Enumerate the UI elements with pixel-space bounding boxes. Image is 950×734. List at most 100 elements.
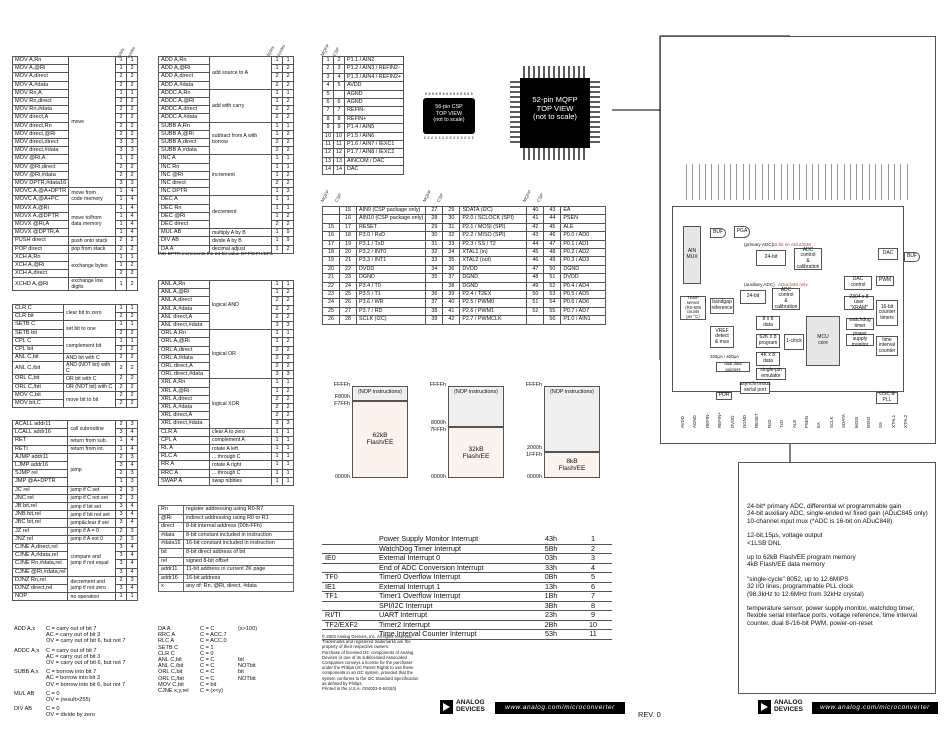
instr-note-text: jump if C not set — [70, 495, 108, 502]
instr-cycles: 3 — [126, 526, 138, 536]
mem-bottom-addr: 0000h — [431, 474, 446, 480]
instr-note-text: call subroutine — [70, 425, 104, 432]
flag-line: AC = borrow into bit 3 — [14, 675, 154, 681]
url-banner-2[interactable]: www.analog.com/microconverter — [812, 702, 938, 714]
pin-function: P1.4 / AIN5 — [343, 123, 405, 133]
instr-cycles: 1 — [282, 378, 294, 388]
instr-note-text: swap nibbles — [212, 478, 242, 485]
block-pin-label: XTAL1 — [890, 414, 896, 428]
feature-block: 24-bit* primary ADC, differential w/ pro… — [747, 503, 928, 525]
instr-mnemonic: MOVX A,@Ri — [11, 203, 70, 213]
instr-mnemonic: MOV direct,#data — [11, 146, 70, 156]
block-pin-label: MISO — [866, 416, 871, 428]
block-top-pin-stub — [799, 164, 801, 200]
instr-note-text: add source to A — [212, 69, 249, 76]
csp-scale: (not to scale) — [433, 117, 465, 124]
flag-effect: C = 0 — [46, 690, 60, 697]
mqfp-title: 52-pin MQFP — [532, 95, 578, 104]
instr-mnemonic: INC DPTR — [158, 187, 210, 197]
block-top-pin-stub — [906, 164, 908, 200]
instr-cycles: 1 — [282, 279, 294, 290]
instr-mnemonic: DEC direct — [158, 220, 210, 230]
feature-line: 24-bit* primary ADC, differential w/ pro… — [747, 503, 902, 510]
interrupt-vector: 13h — [528, 582, 574, 592]
instr-cycles: 2 — [126, 399, 138, 409]
pin-function: P0.0 / AD0 — [560, 231, 607, 241]
mqfp-pin-lines — [510, 66, 600, 160]
aux-adc-core: 24-bit — [740, 290, 766, 304]
instr-cycles: 1 — [282, 435, 294, 446]
block-pin-label: EA — [816, 422, 822, 428]
pin-function: P0.5 / AD5 — [560, 290, 607, 300]
mem-mid-addr-1: F800h — [334, 393, 350, 400]
instr-note-text: logical OR — [212, 351, 236, 358]
instr-mnemonic: LJMP addr16 — [11, 461, 69, 471]
block-top-pin-stub — [893, 164, 895, 200]
url-banner[interactable]: www.analog.com/microconverter — [495, 702, 625, 714]
instr-cycles: 2 — [126, 162, 138, 172]
flag-effect: C = C — [200, 657, 215, 664]
buf-1: BUF — [710, 228, 726, 238]
flag-instr: ADD A,x — [14, 626, 36, 632]
instr-note-text: move to/from — [71, 214, 102, 221]
instr-cycles: 9 — [282, 236, 294, 246]
por: POR — [716, 392, 732, 400]
instr-mnemonic: JBC bit,rel — [11, 518, 69, 528]
instr-cycles: 9 — [282, 228, 294, 238]
instr-note-text: decimal adjust — [212, 246, 246, 253]
feature-line: 10-channel input mux (*ADC is 16-bit on … — [747, 517, 893, 525]
instr-cycles: 4 — [126, 220, 138, 230]
block-pin-label: DVDD — [729, 415, 735, 428]
mem-type: Flash/EE — [366, 439, 394, 447]
mem-type: Flash/EE — [462, 452, 490, 460]
interrupt-name: SPI/I2C Interrupt — [376, 601, 528, 611]
instr-mnemonic: ANL A,#data — [158, 304, 210, 314]
flag-extra: NOTbit — [238, 675, 256, 682]
flag-instr: ANL C,bit — [158, 657, 182, 664]
interrupt-flag: TF1 — [322, 591, 376, 602]
flag-effect: C = (x<y) — [200, 688, 224, 695]
flag-effect: OV = carry out of bit 6, but not 7 — [46, 660, 126, 667]
buf-dac: BUF — [904, 252, 920, 262]
instr-mnemonic: ORL A,direct — [158, 345, 210, 355]
block-pin-label: XTAL2 — [903, 414, 909, 428]
instr-note-text: code memory — [71, 195, 103, 202]
instr-note-text: OR bit with C — [66, 376, 97, 383]
instr-mnemonic: XRL direct,#data — [158, 419, 210, 429]
flag-extra: NOTbit — [238, 663, 256, 670]
block-top-pin-stub — [730, 164, 732, 200]
aux-adc-note: ADuC845 only — [778, 282, 808, 287]
primary-adc-note: 16-bit on ADuC848 — [772, 242, 811, 247]
block-top-pins — [668, 160, 928, 204]
instr-note-text: logical AND — [212, 302, 239, 309]
flag-effect: OV = divide by zero — [46, 712, 95, 719]
primary-adc-core: 24-bit — [756, 250, 786, 266]
flag-instr: ORL C,bit — [158, 669, 183, 676]
